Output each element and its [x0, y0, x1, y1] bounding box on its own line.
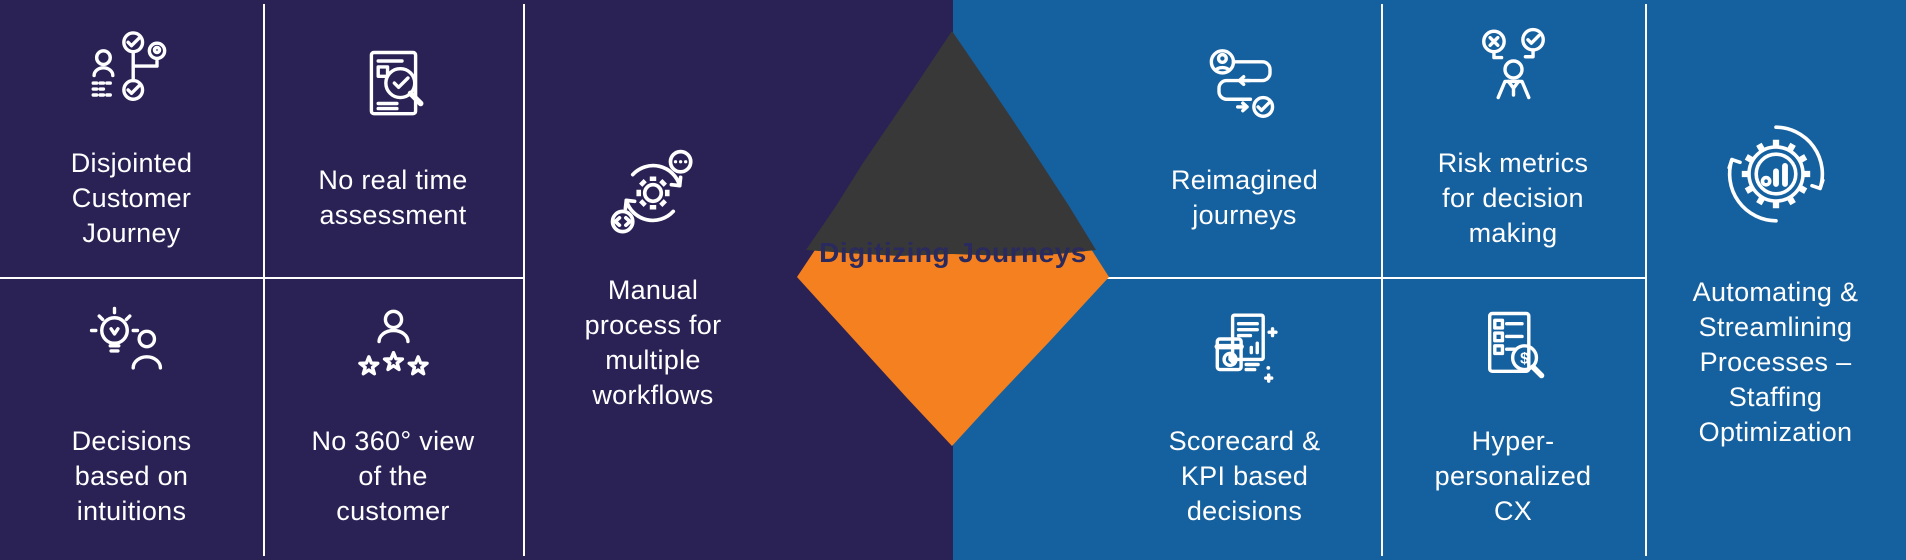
automation-icon — [1713, 111, 1839, 237]
realtime-assessment-icon — [351, 44, 436, 129]
cell-label-line: workflows — [592, 380, 714, 410]
reimagined-journeys-icon — [1202, 44, 1287, 129]
cell-label-line: Processes – — [1699, 346, 1852, 377]
cell-label-line: Disjointed — [70, 147, 193, 178]
divider-horizontal-left — [0, 277, 525, 279]
cell-label-line: Staffing — [1728, 381, 1823, 412]
cell-label-line: Manual — [607, 275, 699, 305]
cell-label-line: based on — [74, 461, 189, 491]
cell-no-real-time-assessment: No real time assessment — [263, 0, 523, 277]
hyper-personalized-icon: $ — [1471, 305, 1556, 390]
cell-scorecard-kpi: Scorecard & KPI based decisions — [1108, 277, 1381, 557]
cell-label-line: making — [1468, 217, 1558, 248]
cell-label-line: multiple — [605, 345, 701, 375]
cell-hyper-personalized-cx: $ Hyper- personalized CX — [1381, 277, 1645, 557]
cell-label-line: decisions — [1186, 496, 1303, 526]
cell-label-line: intuitions — [76, 496, 187, 526]
intuition-decisions-icon — [89, 305, 174, 390]
scorecard-kpi-icon — [1202, 305, 1287, 390]
cell-label-line: Decisions — [71, 426, 192, 456]
cell-label-line: No 360° view — [311, 426, 475, 456]
cell-reimagined-journeys: Reimagined journeys — [1108, 0, 1381, 277]
cell-label-line: Customer — [71, 182, 192, 213]
cell-decisions-based-on-intuitions: Decisions based on intuitions — [0, 277, 263, 557]
cell-no-360-view: No 360° view of the customer — [263, 277, 523, 557]
disjointed-journey-icon — [89, 27, 174, 112]
cell-label-line: No real time — [318, 165, 468, 195]
cell-label-line: process for — [584, 310, 722, 340]
cell-manual-process: Manual process for multiple workflows — [523, 0, 783, 560]
before-panel — [0, 0, 953, 560]
cell-label-line: of the — [358, 461, 428, 491]
cell-label-line: Scorecard & — [1168, 426, 1321, 456]
cell-label-line: customer — [336, 496, 450, 526]
cell-label-line: journeys — [1192, 200, 1297, 230]
cell-label-line: Hyper- — [1471, 426, 1555, 456]
cell-automating-streamlining: Automating & Streamlining Processes – St… — [1645, 0, 1906, 560]
cell-label-line: CX — [1493, 496, 1533, 526]
cell-risk-metrics: Risk metrics for decision making — [1381, 0, 1645, 277]
cell-disjointed-customer-journey: Disjointed Customer Journey — [0, 0, 263, 277]
divider-vertical-right-2 — [1645, 4, 1647, 556]
cell-label-line: Streamlining — [1698, 311, 1853, 342]
svg-text:$: $ — [1520, 351, 1529, 368]
diamond-label: Digitizing Journeys — [819, 237, 1087, 268]
divider-horizontal-right — [1107, 277, 1647, 279]
no-360-view-icon — [351, 305, 436, 390]
risk-metrics-icon — [1471, 27, 1556, 112]
cell-label-line: assessment — [319, 200, 467, 230]
cell-label-line: Risk metrics — [1437, 147, 1589, 178]
after-panel — [953, 0, 1906, 560]
divider-vertical-right-1 — [1381, 4, 1383, 556]
divider-vertical-left-1 — [263, 4, 265, 556]
cell-label-line: Reimagined — [1170, 165, 1319, 195]
cell-label-line: KPI based — [1180, 461, 1309, 491]
cell-label-line: personalized — [1434, 461, 1592, 491]
cell-label-line: for decision — [1442, 182, 1584, 213]
divider-vertical-left-2 — [523, 4, 525, 556]
diamond-top-shape — [806, 31, 1096, 256]
cell-label-line: Optimization — [1698, 416, 1853, 447]
cell-label-line: Journey — [82, 217, 181, 248]
cell-label-line: Automating & — [1692, 276, 1859, 307]
manual-process-icon — [607, 147, 699, 239]
